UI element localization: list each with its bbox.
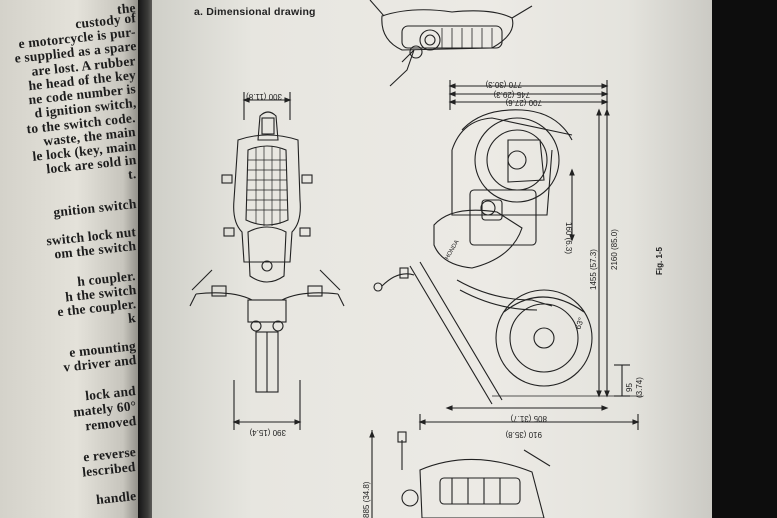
right-page: a. Dimensional drawing: [152, 0, 712, 518]
left-page-text-line: k: [127, 310, 137, 326]
dim-2160: 2160 (85.0): [610, 229, 619, 270]
dim-160: 160 (6.3): [564, 222, 573, 254]
left-page-text-line: gnition switch: [52, 196, 137, 220]
book-gutter: [138, 0, 154, 518]
front-view-partial-figure: [369, 430, 551, 518]
dim-95: 95: [625, 383, 634, 392]
dim-805: 805 (31.7): [510, 414, 547, 423]
dim-910: 910 (35.8): [505, 430, 542, 439]
dim-700: 700 (27.6): [505, 98, 542, 107]
dimensional-drawing: 300 (11.8) 390 (15.4) 770 (30.3) 745 (29…: [189, 0, 664, 518]
dim-770: 770 (30.3): [485, 80, 522, 89]
dim-1455: 1455 (57.3): [589, 249, 598, 290]
dim-885: 885 (34.8): [362, 481, 371, 518]
dim-bottom-width: 390 (15.4): [249, 428, 286, 437]
brand-label: HONDA: [445, 239, 461, 261]
dim-top-width: 300 (11.8): [246, 92, 282, 101]
left-page-text-line: handle: [95, 488, 137, 508]
side-view-motorcycle: [373, 80, 642, 430]
dim-95-inches: (3.74): [635, 377, 644, 398]
figure-label: Fig. 1-5: [655, 246, 664, 275]
top-view-motorcycle: [189, 92, 345, 430]
section-heading: a. Dimensional drawing: [194, 6, 316, 18]
dim-745: 745 (29.3): [493, 90, 530, 99]
steering-angle: 63°: [573, 316, 586, 330]
top-view-partial-figure: [369, 0, 533, 87]
left-page-text-line: t.: [126, 166, 137, 182]
